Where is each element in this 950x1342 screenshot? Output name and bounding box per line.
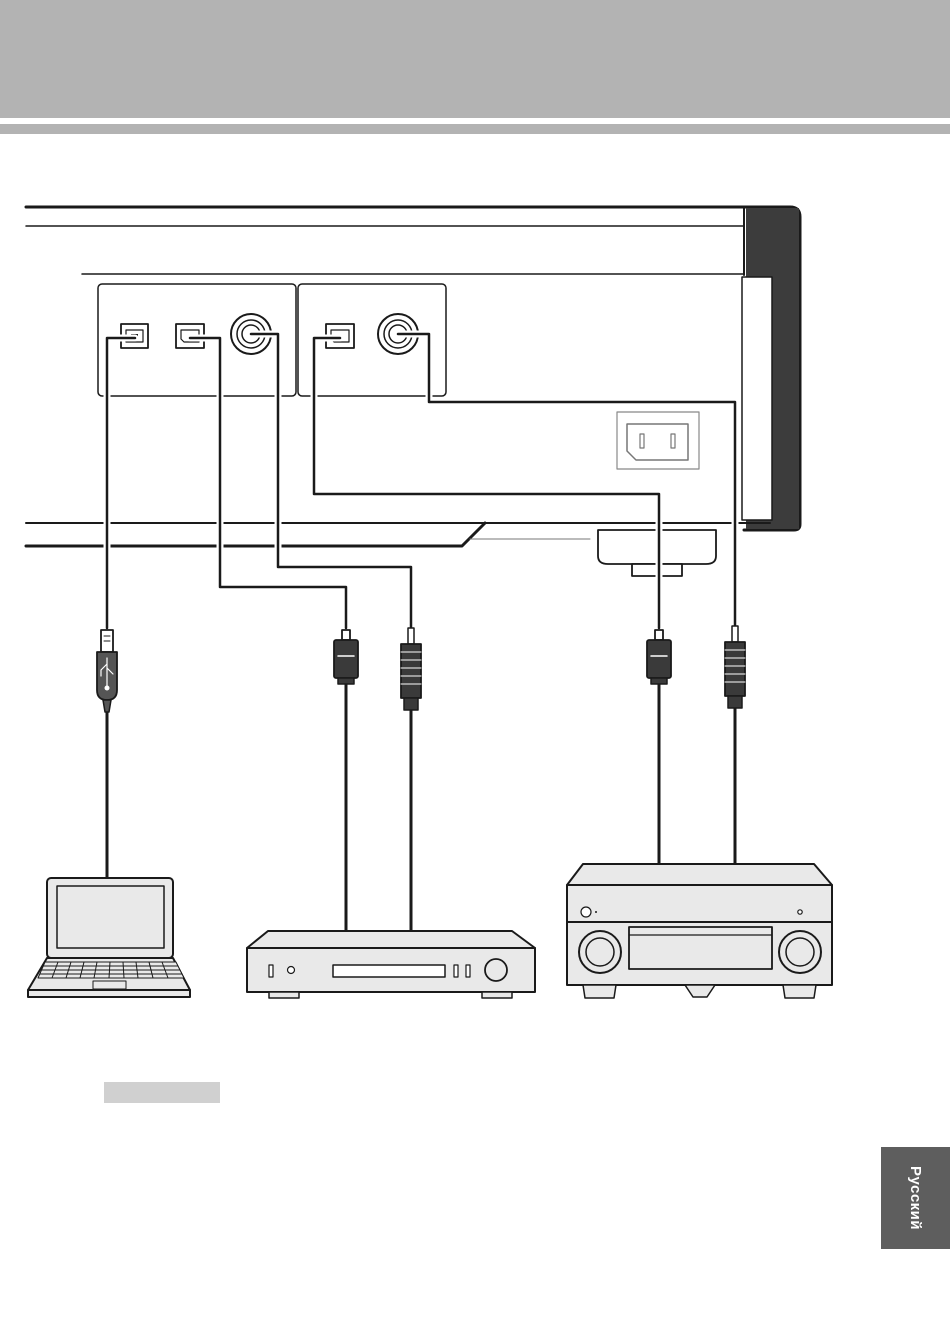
optical-plug-2 — [647, 630, 671, 684]
laptop — [28, 878, 190, 997]
receiver-display — [629, 927, 772, 969]
network-player — [247, 931, 535, 998]
optical-plug-1 — [334, 630, 358, 684]
ac-inlet — [617, 412, 699, 469]
laptop-touchpad — [93, 981, 126, 989]
player-volume-knob — [485, 959, 507, 981]
language-tab-label: Русский — [907, 1166, 924, 1230]
av-receiver — [567, 864, 832, 998]
language-tab[interactable]: Русский — [881, 1147, 950, 1249]
coaxial-plug-2 — [725, 626, 745, 708]
coaxial-cable-2 — [398, 334, 735, 628]
note-label-box — [104, 1082, 220, 1103]
unit-rear-panel — [26, 207, 800, 576]
player-display — [333, 965, 445, 977]
usb-plug — [97, 630, 117, 712]
laptop-keyboard — [38, 962, 184, 978]
coaxial-plug-1 — [401, 628, 421, 710]
